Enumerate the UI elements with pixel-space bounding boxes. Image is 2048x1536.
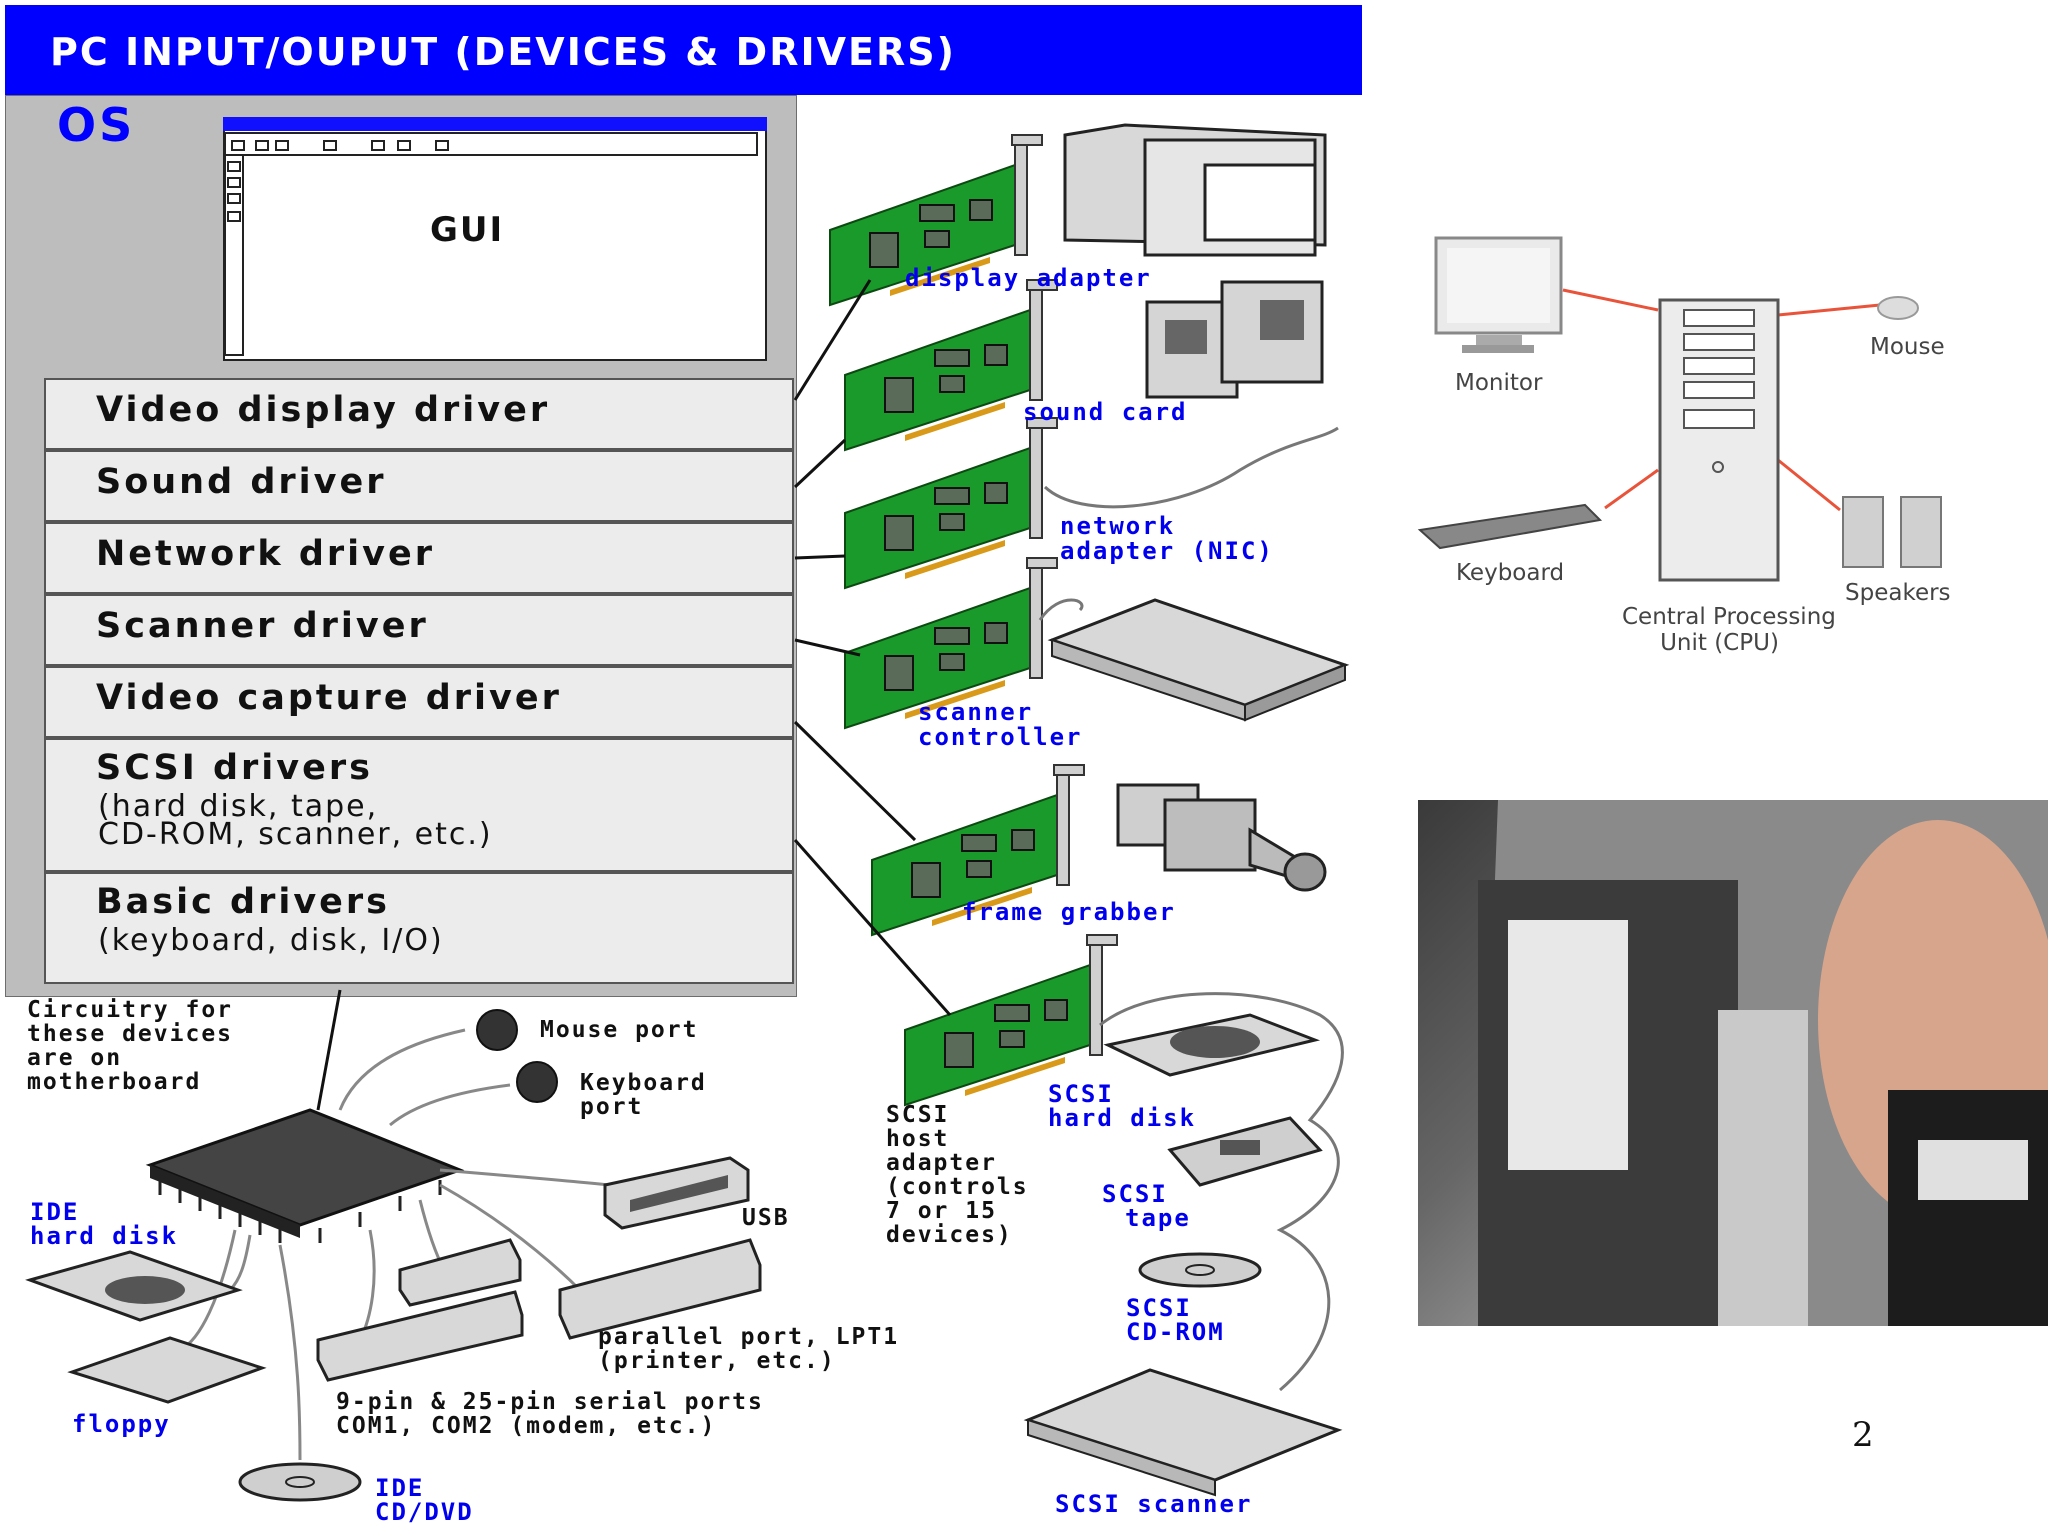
motherboard-note: these devices <box>27 1021 234 1047</box>
driver-title: Scanner driver <box>96 606 429 646</box>
driver-title: Video capture driver <box>96 678 562 718</box>
keyboard-label: Keyboard <box>1456 560 1565 586</box>
mouse-label: Mouse <box>1870 334 1945 360</box>
driver-row-basic: Basic drivers (keyboard, disk, I/O) <box>44 872 794 984</box>
ide-hard-disk-label: hard disk <box>30 1222 179 1250</box>
gui-window <box>223 117 767 361</box>
serial-ports-label: COM1, COM2 (modem, etc.) <box>336 1413 717 1439</box>
driver-row-sound: Sound driver <box>44 450 794 522</box>
driver-title: Network driver <box>96 534 435 574</box>
ide-cd-label: IDE <box>375 1474 425 1502</box>
card-label-network: network <box>1060 512 1176 540</box>
card-label-scanner: scanner <box>918 698 1034 726</box>
scsi-host-label: host <box>886 1126 950 1152</box>
cpu-label: Unit (CPU) <box>1660 630 1779 656</box>
card-label-scanner: controller <box>918 723 1083 751</box>
driver-row-scsi: SCSI drivers (hard disk, tape, CD-ROM, s… <box>44 738 794 872</box>
keyboard-port-label: port <box>580 1094 644 1120</box>
driver-row-network: Network driver <box>44 522 794 594</box>
card-label-display: display adapter <box>905 264 1152 292</box>
parallel-port-label: parallel port, LPT1 <box>598 1324 900 1350</box>
page-number: 2 <box>1852 1415 1874 1455</box>
driver-row-video: Video display driver <box>44 378 794 450</box>
scsi-hard-disk-label: SCSI <box>1048 1080 1114 1108</box>
ide-hard-disk-label: IDE <box>30 1198 80 1226</box>
scsi-host-label: adapter <box>886 1150 997 1176</box>
driver-title: SCSI drivers <box>96 748 373 788</box>
speakers-label: Speakers <box>1845 580 1951 606</box>
mouse-port-label: Mouse port <box>540 1017 699 1043</box>
scsi-host-label: devices) <box>886 1222 1013 1248</box>
card-label-sound: sound card <box>1023 398 1188 426</box>
cpu-label: Central Processing <box>1622 604 1836 630</box>
card-label-frame-grabber: frame grabber <box>962 898 1176 926</box>
driver-title: Basic drivers <box>96 882 391 922</box>
driver-subtitle: (keyboard, disk, I/O) <box>98 923 444 958</box>
scsi-scanner-label: SCSI scanner <box>1055 1490 1253 1518</box>
scsi-hard-disk-label: hard disk <box>1048 1104 1197 1132</box>
scsi-tape-label: SCSI <box>1102 1180 1168 1208</box>
driver-subtitle: CD-ROM, scanner, etc.) <box>98 817 493 852</box>
scsi-host-label: 7 or 15 <box>886 1198 997 1224</box>
driver-title: Sound driver <box>96 462 387 502</box>
hard-drive-installation-photo <box>1418 800 2048 1326</box>
driver-row-video-capture: Video capture driver <box>44 666 794 738</box>
motherboard-note: motherboard <box>27 1069 202 1095</box>
ide-cd-label: CD/DVD <box>375 1498 474 1526</box>
usb-label: USB <box>742 1205 790 1231</box>
monitor-label: Monitor <box>1455 370 1543 396</box>
parallel-port-label: (printer, etc.) <box>598 1348 836 1374</box>
serial-ports-label: 9-pin & 25-pin serial ports <box>336 1389 764 1415</box>
slide-title: PC INPUT/OUPUT (DEVICES & DRIVERS) <box>50 30 956 74</box>
scsi-host-label: (controls <box>886 1174 1029 1200</box>
scsi-tape-label: tape <box>1125 1204 1191 1232</box>
keyboard-port-label: Keyboard <box>580 1070 707 1096</box>
driver-title: Video display driver <box>96 390 551 430</box>
scsi-cdrom-label: CD-ROM <box>1126 1318 1225 1346</box>
os-label: OS <box>57 98 136 152</box>
gui-label: GUI <box>430 210 505 250</box>
card-label-network: adapter (NIC) <box>1060 537 1274 565</box>
gui-window-titlebar <box>223 117 767 131</box>
title-bar <box>5 5 1362 95</box>
scsi-host-label: SCSI <box>886 1102 950 1128</box>
motherboard-note: are on <box>27 1045 123 1071</box>
scsi-cdrom-label: SCSI <box>1126 1294 1192 1322</box>
driver-subtitle: (hard disk, tape, <box>98 789 379 824</box>
driver-row-scanner: Scanner driver <box>44 594 794 666</box>
floppy-label: floppy <box>72 1410 171 1438</box>
motherboard-note: Circuitry for <box>27 997 234 1023</box>
